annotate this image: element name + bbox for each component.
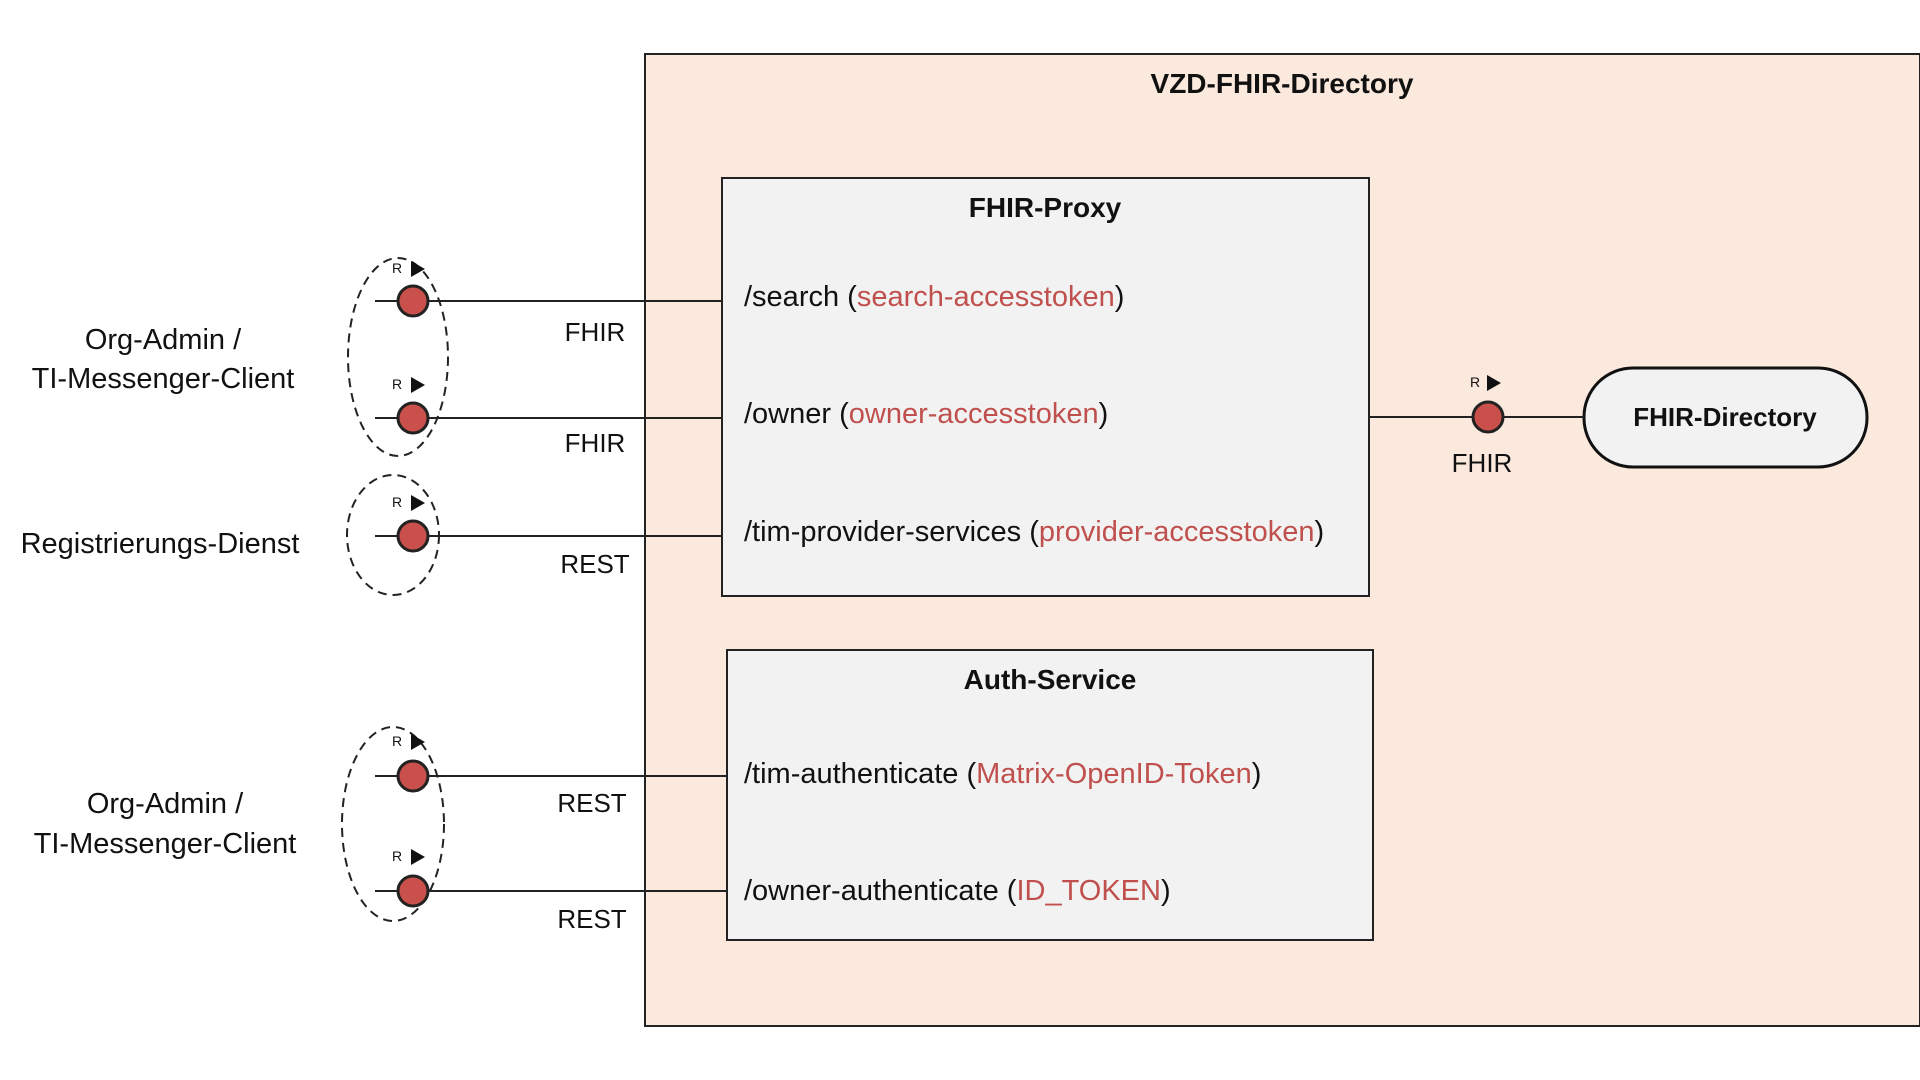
link-label-tim-provider-services: REST bbox=[560, 549, 629, 579]
auth-endpoint-owner-authenticate: /owner-authenticate (ID_TOKEN) bbox=[744, 875, 1171, 907]
directory-link-label: FHIR bbox=[1452, 448, 1513, 478]
port-arrow-search bbox=[411, 261, 425, 277]
port-marker-owner: R bbox=[392, 376, 402, 392]
auth-endpoint-tim-authenticate: /tim-authenticate (Matrix-OpenID-Token) bbox=[744, 758, 1261, 790]
directory-port-marker: R bbox=[1470, 374, 1480, 390]
port-arrow-owner-authenticate bbox=[411, 849, 425, 865]
port-search bbox=[396, 284, 430, 318]
directory-port-arrow bbox=[1487, 375, 1501, 391]
port-group-client-fhir bbox=[347, 257, 449, 457]
port-marker-search: R bbox=[392, 260, 402, 276]
proxy-endpoint-tim-provider-services: /tim-provider-services (provider-accesst… bbox=[744, 516, 1324, 548]
fhir-proxy-title: FHIR-Proxy bbox=[969, 192, 1122, 223]
auth-service-title: Auth-Service bbox=[964, 664, 1137, 695]
port-marker-owner-authenticate: R bbox=[392, 848, 402, 864]
directory-port bbox=[1471, 400, 1505, 434]
port-marker-tim-provider-services: R bbox=[392, 494, 402, 510]
actor-client-rest-line2: TI-Messenger-Client bbox=[34, 828, 297, 860]
actor-client-rest-line1: Org-Admin / bbox=[87, 788, 244, 820]
actor-client-fhir-line1: Org-Admin / bbox=[85, 324, 242, 356]
link-label-search: FHIR bbox=[565, 317, 626, 347]
port-arrow-tim-provider-services bbox=[411, 495, 425, 511]
port-group-client-rest bbox=[341, 726, 445, 922]
port-tim-authenticate bbox=[396, 759, 430, 793]
actor-client-fhir-line2: TI-Messenger-Client bbox=[32, 363, 295, 395]
port-owner-authenticate bbox=[396, 874, 430, 908]
link-label-tim-authenticate: REST bbox=[557, 788, 626, 818]
port-arrow-owner bbox=[411, 377, 425, 393]
port-tim-provider-services bbox=[396, 519, 430, 553]
link-label-owner: FHIR bbox=[565, 428, 626, 458]
port-arrow-tim-authenticate bbox=[411, 734, 425, 750]
port-owner bbox=[396, 401, 430, 435]
auth-service-box bbox=[726, 649, 1374, 941]
proxy-endpoint-owner: /owner (owner-accesstoken) bbox=[744, 398, 1108, 430]
link-label-owner-authenticate: REST bbox=[557, 904, 626, 934]
fhir-proxy-box bbox=[721, 177, 1370, 597]
port-marker-tim-authenticate: R bbox=[392, 733, 402, 749]
actor-registrierungs-dienst: Registrierungs-Dienst bbox=[21, 528, 300, 560]
fhir-directory-label: FHIR-Directory bbox=[1633, 402, 1817, 432]
proxy-endpoint-search: /search (search-accesstoken) bbox=[744, 281, 1124, 313]
container-title: VZD-FHIR-Directory bbox=[1151, 68, 1414, 99]
